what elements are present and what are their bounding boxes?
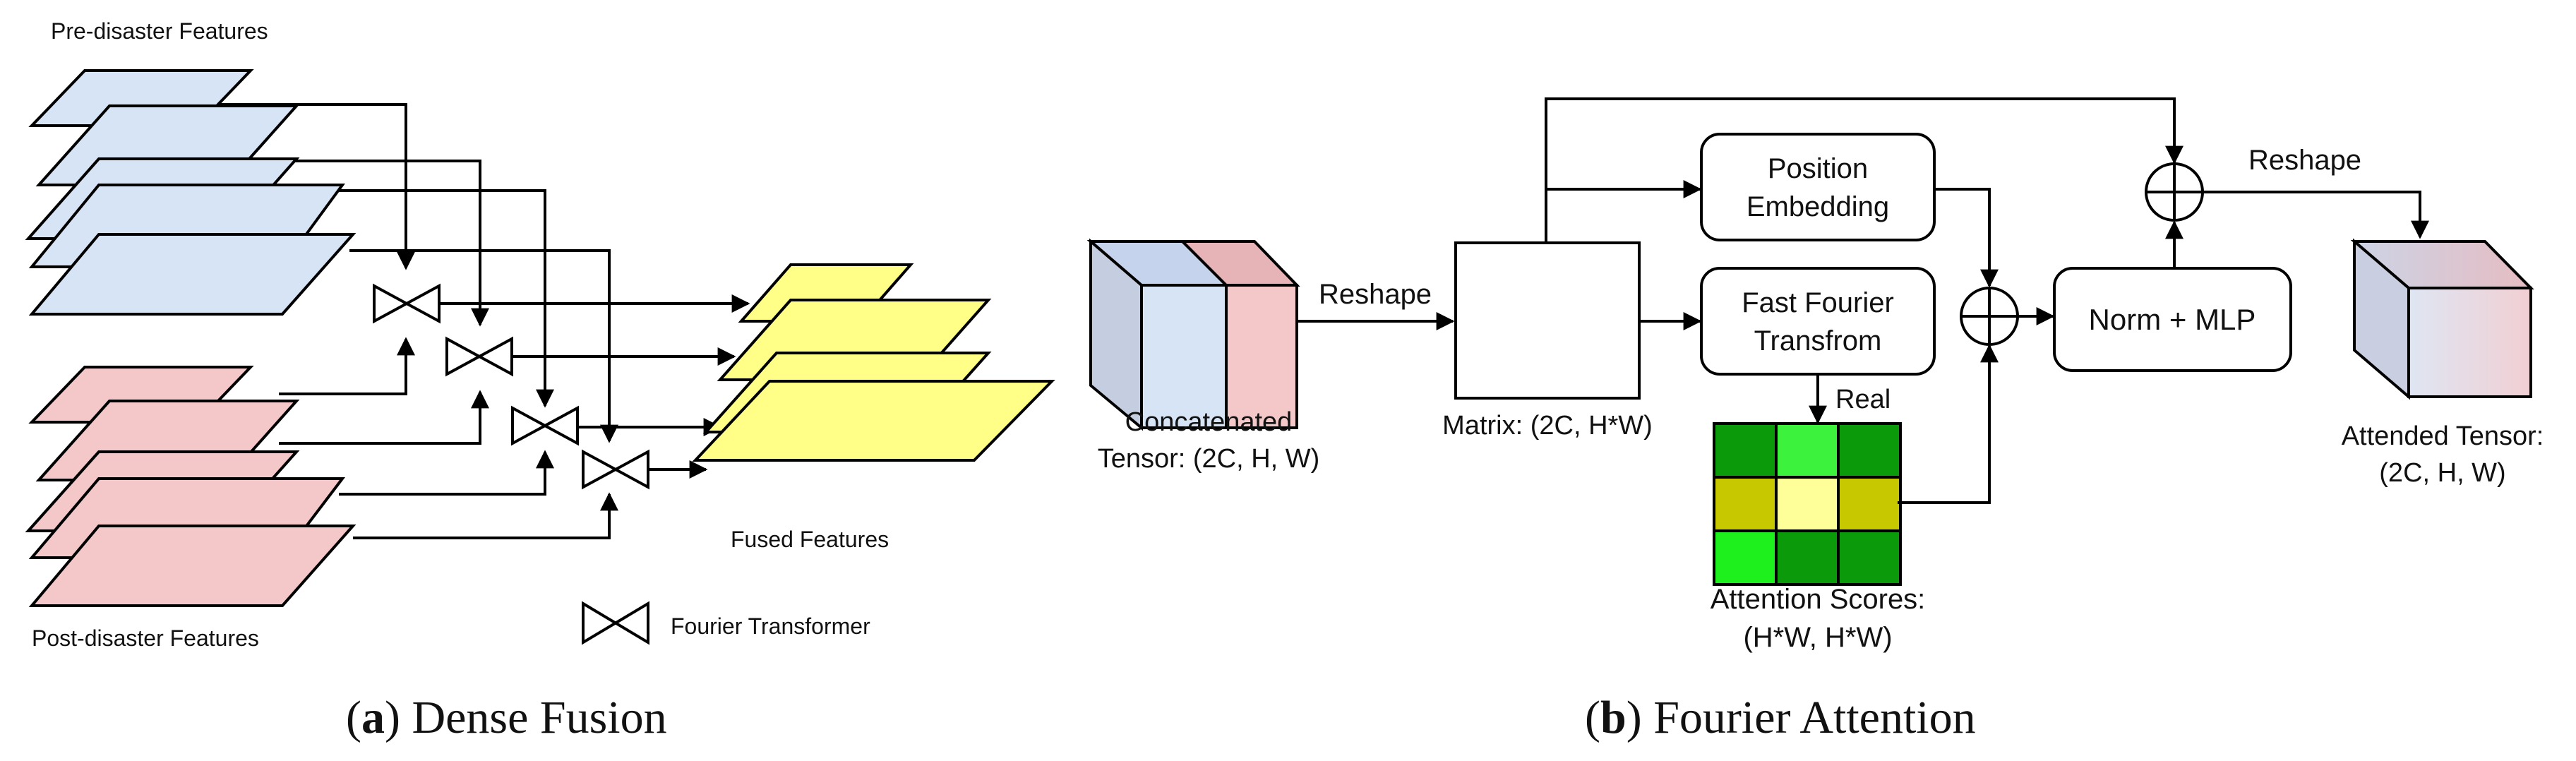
post-disaster-layer — [28, 525, 357, 607]
heatmap-cell — [1775, 529, 1840, 586]
connector — [279, 390, 489, 445]
reshape-in-label: Reshape — [1319, 279, 1432, 310]
connector — [339, 450, 554, 496]
caption-a-letter: a — [361, 692, 385, 743]
heatmap-cell — [1713, 422, 1778, 479]
legend-fourier-transformer-icon — [582, 601, 649, 645]
input-label-line2: Tensor: (2C, H, W) — [1098, 444, 1320, 474]
caption-b: (b) Fourier Attention — [1585, 692, 1976, 743]
legend-label: Fourier Transformer — [671, 613, 870, 639]
concatenated-tensor-cube — [1086, 238, 1300, 431]
fourier-transformer-icon — [582, 449, 649, 490]
reshape-out-arrow — [2203, 191, 2429, 239]
connector — [215, 160, 489, 327]
connector — [349, 249, 618, 443]
fourier-transformer-icon — [445, 336, 513, 377]
residual-skip-connection — [1545, 97, 2183, 243]
fused-features-label: Fused Features — [731, 527, 889, 552]
dense-fusion-connections — [134, 103, 750, 539]
fourier-transformer-icon — [373, 283, 441, 324]
post-disaster-label: Post-disaster Features — [32, 625, 259, 651]
caption-b-text: Fourier Attention — [1653, 692, 1975, 743]
fft-line1: Fast Fourier — [1742, 287, 1894, 318]
fft-box — [1700, 267, 1936, 376]
output-label-line1: Attended Tensor: — [2342, 421, 2544, 451]
fourier-transformers — [373, 283, 649, 645]
cube-front-blue — [1140, 284, 1228, 429]
matrix-label: Matrix: (2C, H*W) — [1442, 411, 1653, 441]
caption-b-letter: b — [1600, 692, 1627, 743]
add-icon — [1960, 287, 2019, 346]
input-label-line1: Concatenated — [1125, 407, 1293, 437]
fourier-transformer-icon — [511, 405, 579, 446]
norm-mlp-label: Norm + MLP — [2089, 303, 2256, 336]
attended-tensor-cube — [2350, 238, 2534, 400]
connector — [279, 337, 415, 395]
attention-heatmap — [1713, 422, 1902, 586]
fft-line2: Transfrom — [1754, 325, 1882, 356]
position-embedding-box — [1700, 133, 1936, 241]
scores-to-add-arrow — [1898, 344, 1999, 504]
connector — [296, 189, 554, 408]
heatmap-cell — [1837, 422, 1902, 479]
attention-scores-line2: (H*W, H*W) — [1743, 622, 1892, 653]
pre-disaster-layer — [28, 233, 357, 316]
real-label: Real — [1835, 385, 1891, 414]
heatmap-cell — [1837, 476, 1902, 532]
caption-a-text: Dense Fusion — [412, 692, 666, 743]
panel-a: Pre-disaster Features Post-disaster Feat… — [25, 18, 1055, 743]
heatmap-cell — [1775, 422, 1840, 479]
heatmap-cell — [1775, 476, 1840, 532]
post-disaster-stack — [25, 366, 357, 607]
cube-front-pink — [1225, 284, 1298, 429]
fused-stack — [692, 263, 1055, 462]
attention-scores-line1: Attention Scores: — [1711, 584, 1926, 615]
output-label-line2: (2C, H, W) — [2379, 458, 2505, 488]
reshape-out-label: Reshape — [2248, 145, 2361, 176]
pre-disaster-label: Pre-disaster Features — [51, 18, 268, 44]
pre-disaster-stack — [25, 69, 357, 316]
add-icon — [2145, 162, 2204, 222]
heatmap-cell — [1713, 476, 1778, 532]
heatmap-cell — [1713, 529, 1778, 586]
norm-mlp-box — [2053, 267, 2292, 372]
matrix-box — [1454, 241, 1641, 400]
connector — [353, 492, 618, 539]
position-embedding-line2: Embedding — [1747, 191, 1889, 222]
position-embedding-line1: Position — [1768, 153, 1868, 184]
heatmap-cell — [1837, 529, 1902, 586]
position-to-add-arrow — [1934, 188, 1999, 288]
panel-b: Concatenated Tensor: (2C, H, W) Reshape … — [1086, 97, 2544, 743]
fused-layer — [692, 380, 1055, 462]
caption-a: (a) Dense Fusion — [346, 692, 667, 743]
out-cube-front — [2407, 287, 2532, 398]
